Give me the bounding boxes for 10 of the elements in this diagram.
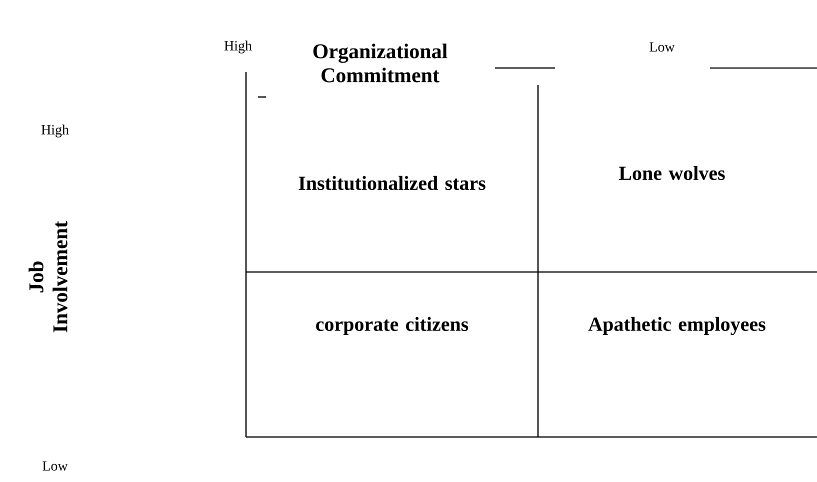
quadrant-label: Institutionalized stars xyxy=(298,176,486,190)
axis-label: Low xyxy=(650,42,675,52)
axis-title: Job Involvement xyxy=(28,221,68,332)
axis-label: High xyxy=(41,124,69,138)
axis-title: Organizational Commitment xyxy=(313,44,448,82)
axis-label: High xyxy=(224,40,252,54)
quadrant-label: corporate citizens xyxy=(316,316,468,336)
axis-label: Low xyxy=(42,461,68,471)
quadrant-label: Apathetic employees xyxy=(588,316,766,336)
quadrant-label: Lone wolves xyxy=(619,166,725,180)
